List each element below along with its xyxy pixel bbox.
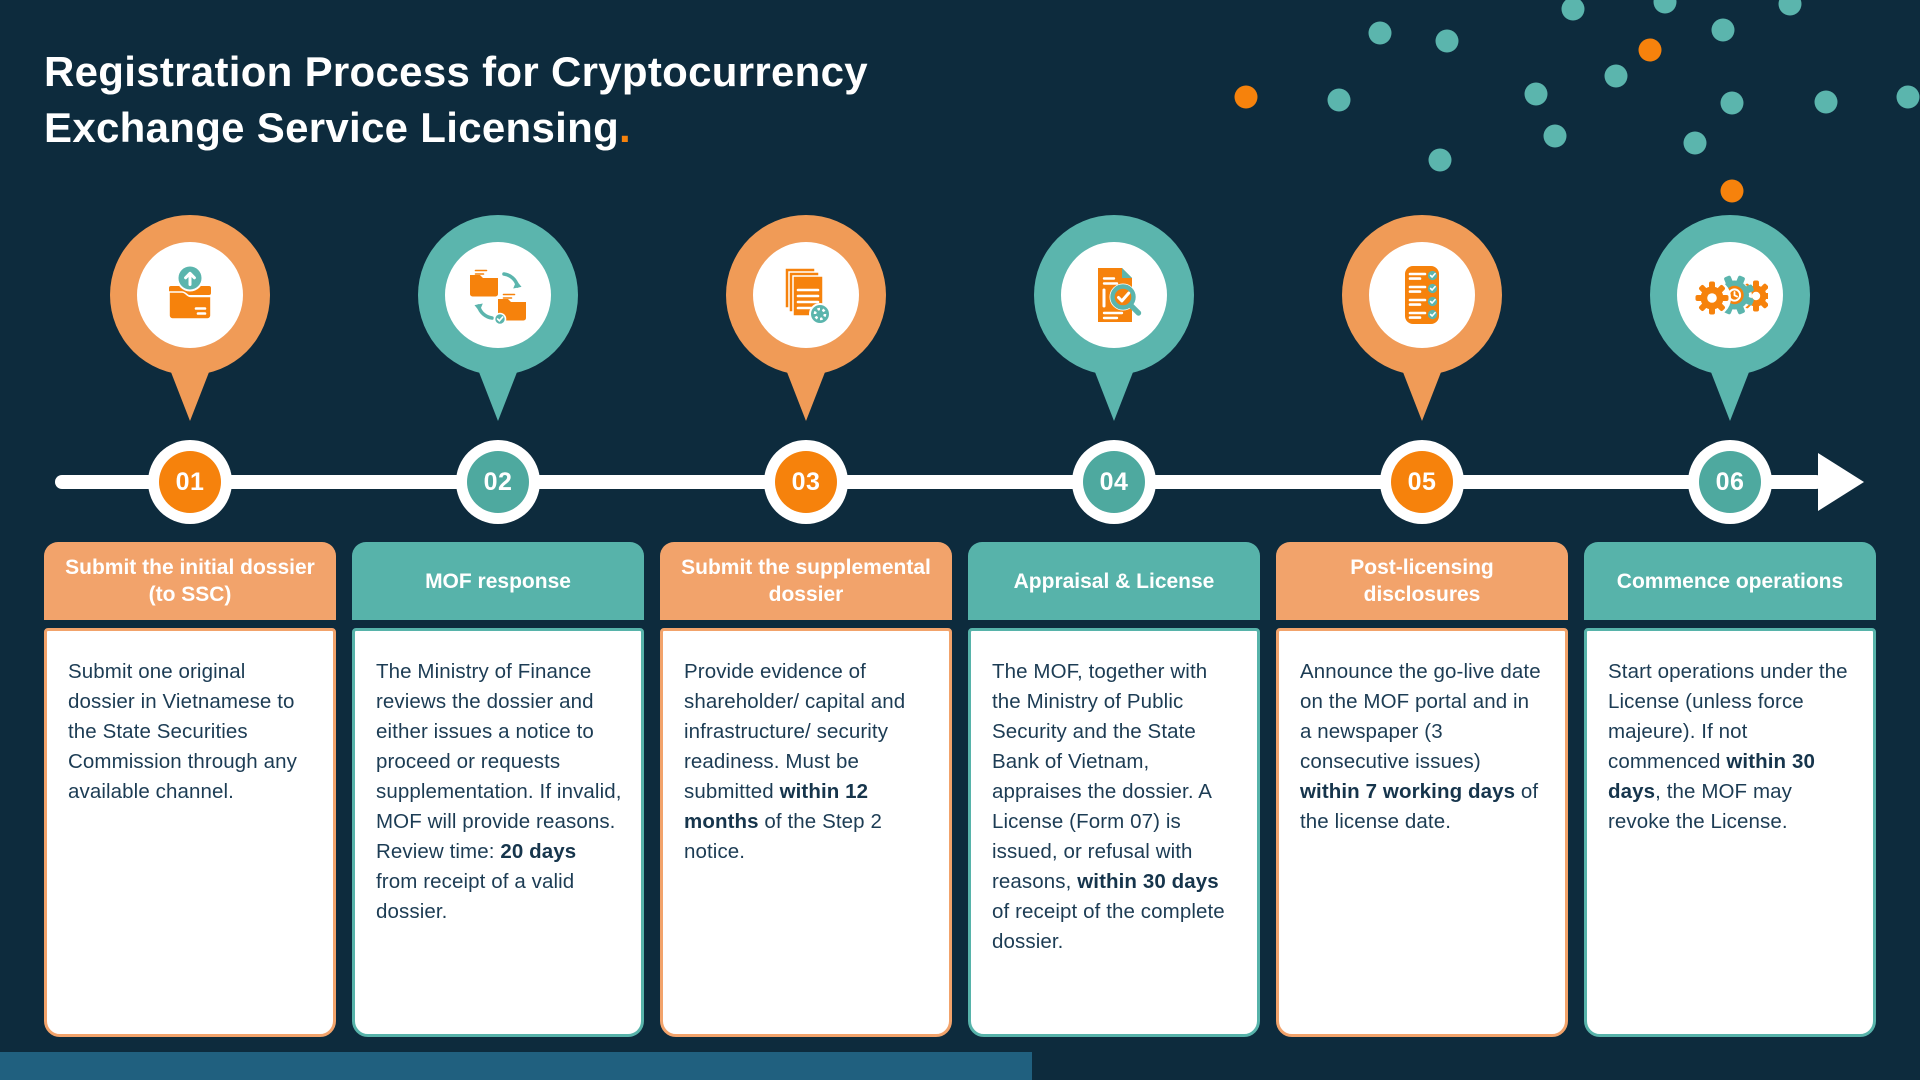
- timeline-step-05: 05 Post-licensing disclosures Announce t…: [1276, 0, 1568, 1080]
- step-card-description: The MOF, together with the Ministry of P…: [992, 660, 1225, 953]
- step-card-title: Submit the initial dossier (to SSC): [65, 556, 315, 606]
- orange-decor-dot: [1720, 179, 1744, 203]
- balloon-tail: [169, 367, 211, 421]
- step-icon-badge: [1369, 242, 1475, 348]
- step-card-title: Commence operations: [1616, 569, 1844, 593]
- teal-decor-dot: [1653, 0, 1677, 14]
- step-number: 02: [483, 467, 513, 496]
- folder-sync-icon: [470, 267, 526, 326]
- documents-pending-icon: [784, 267, 831, 325]
- teal-decor-dot: [1814, 90, 1838, 114]
- teal-decor-dot: [1524, 82, 1548, 106]
- step-number-marker: 01: [148, 440, 232, 524]
- step-number: 06: [1715, 467, 1745, 496]
- teal-decor-dot: [1720, 91, 1744, 115]
- step-icon-balloon: [726, 215, 886, 375]
- step-card-title: Appraisal & License: [1013, 569, 1215, 593]
- timeline-step-06: 06 Commence operations Start operations …: [1584, 0, 1876, 1080]
- step-card-description: Provide evidence of shareholder/ capital…: [684, 660, 906, 863]
- step-card-title: Post-licensing disclosures: [1350, 556, 1494, 606]
- title-line1: Registration Process for Cryptocurrency: [44, 48, 868, 95]
- folder-upload-icon: [168, 264, 212, 320]
- teal-decor-dot: [1896, 85, 1920, 109]
- step-card: Submit the initial dossier (to SSC) Subm…: [44, 542, 336, 1037]
- step-icon-balloon: [110, 215, 270, 375]
- step-card-description: The Ministry of Finance reviews the doss…: [376, 660, 622, 923]
- timeline-step-02: 02 MOF response The Ministry of Finance …: [352, 0, 644, 1080]
- balloon-tail: [1709, 367, 1751, 421]
- balloon-tail: [785, 367, 827, 421]
- step-icon-badge: [753, 242, 859, 348]
- teal-decor-dot: [1561, 0, 1585, 21]
- step-number: 04: [1099, 467, 1129, 496]
- step-icon-badge: [137, 242, 243, 348]
- step-number: 03: [791, 467, 821, 496]
- teal-decor-dot: [1368, 21, 1392, 45]
- step-icon-badge: [1677, 242, 1783, 348]
- teal-decor-dot: [1778, 0, 1802, 16]
- step-icon-balloon: [1650, 215, 1810, 375]
- page-title: Registration Process for Cryptocurrency …: [44, 44, 868, 156]
- teal-decor-dot: [1604, 64, 1628, 88]
- timeline-step-03: 03 Submit the supplemental dossier Provi…: [660, 0, 952, 1080]
- teal-decor-dot: [1327, 88, 1351, 112]
- timeline-step-01: 01 Submit the initial dossier (to SSC) S…: [44, 0, 336, 1080]
- timeline-arrowhead: [1818, 453, 1864, 511]
- step-card-title: MOF response: [425, 569, 571, 593]
- step-card: Appraisal & License The MOF, together wi…: [968, 542, 1260, 1037]
- step-card-description: Announce the go-live date on the MOF por…: [1300, 660, 1541, 833]
- step-icon-balloon: [1034, 215, 1194, 375]
- checklist-icon: [1405, 266, 1439, 324]
- orange-decor-dot: [1234, 85, 1258, 109]
- gears-time-icon: [1693, 275, 1768, 317]
- step-number-marker: 04: [1072, 440, 1156, 524]
- step-card: MOF response The Ministry of Finance rev…: [352, 542, 644, 1037]
- document-review-icon: [1098, 268, 1142, 322]
- teal-decor-dot: [1543, 124, 1567, 148]
- teal-decor-dot: [1428, 148, 1452, 172]
- step-card-description: Submit one original dossier in Vietnames…: [68, 660, 297, 803]
- step-card-description: Start operations under the License (unle…: [1608, 660, 1848, 833]
- teal-decor-dot: [1683, 131, 1707, 155]
- step-card: Submit the supplemental dossier Provide …: [660, 542, 952, 1037]
- title-line2: Exchange Service Licensing: [44, 104, 620, 151]
- balloon-tail: [1401, 367, 1443, 421]
- step-card: Commence operations Start operations und…: [1584, 542, 1876, 1037]
- step-card: Post-licensing disclosures Announce the …: [1276, 542, 1568, 1037]
- balloon-tail: [1093, 367, 1135, 421]
- step-icon-badge: [1061, 242, 1167, 348]
- step-number-marker: 02: [456, 440, 540, 524]
- step-icon-balloon: [1342, 215, 1502, 375]
- step-number-marker: 06: [1688, 440, 1772, 524]
- step-number: 01: [175, 467, 205, 496]
- step-number: 05: [1407, 467, 1437, 496]
- step-number-marker: 03: [764, 440, 848, 524]
- orange-decor-dot: [1638, 38, 1662, 62]
- footer-bar: [0, 1052, 1032, 1080]
- title-accent-period: .: [619, 104, 632, 151]
- balloon-tail: [477, 367, 519, 421]
- step-number-marker: 05: [1380, 440, 1464, 524]
- timeline-step-04: 04 Appraisal & License The MOF, together…: [968, 0, 1260, 1080]
- step-icon-balloon: [418, 215, 578, 375]
- teal-decor-dot: [1711, 18, 1735, 42]
- step-card-title: Submit the supplemental dossier: [681, 556, 931, 606]
- teal-decor-dot: [1435, 29, 1459, 53]
- step-icon-badge: [445, 242, 551, 348]
